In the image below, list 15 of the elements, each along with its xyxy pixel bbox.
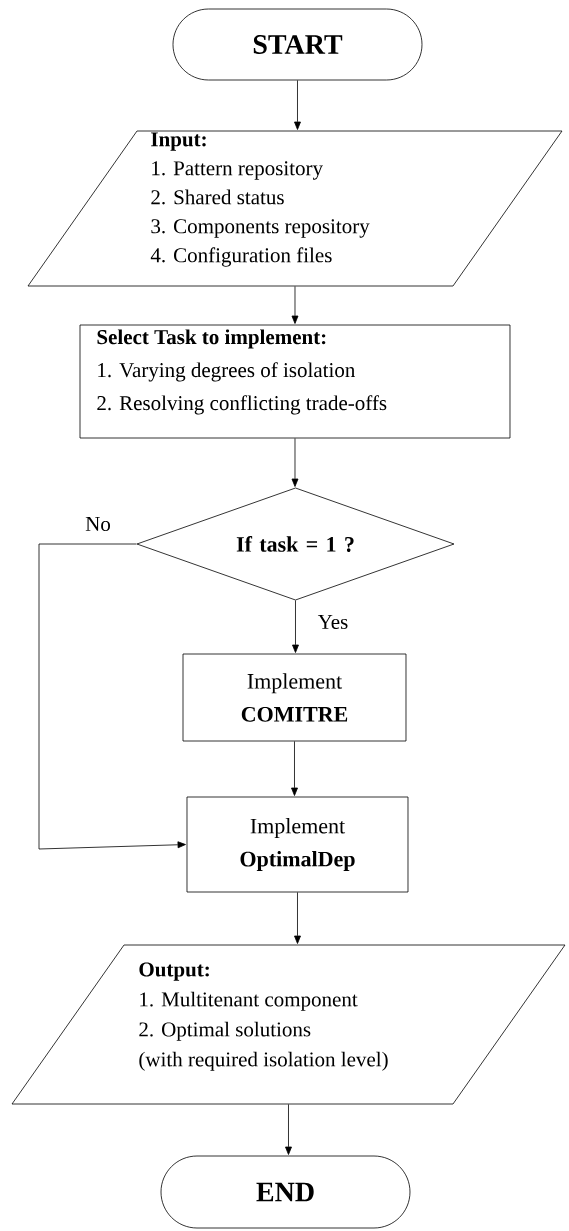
edge-label: Yes [316,614,350,630]
input-parallelogram: Input: 1. Pattern repository 2. Shared status 3. Components repository 4. Configuration files [27,130,563,287]
process-box: Implement COMITRE [182,653,407,742]
arrow [291,286,299,324]
process-box: Implement OptimalDep [186,796,409,893]
edge-label: No [84,516,112,532]
arrow [285,1104,292,1155]
arrow [292,600,299,653]
arrow [291,438,299,487]
arrow [294,892,301,944]
arrow [291,741,298,796]
process-box: Select Task to implement: 1. Varying degrees of isolation 2. Resolving conflicting trade-offs [79,324,511,439]
arrow [294,80,301,130]
output-parallelogram: Output: 1. Multitenant component 2. Optimal solutions (with required isolation level) [11,944,566,1105]
arrow [38,543,186,850]
